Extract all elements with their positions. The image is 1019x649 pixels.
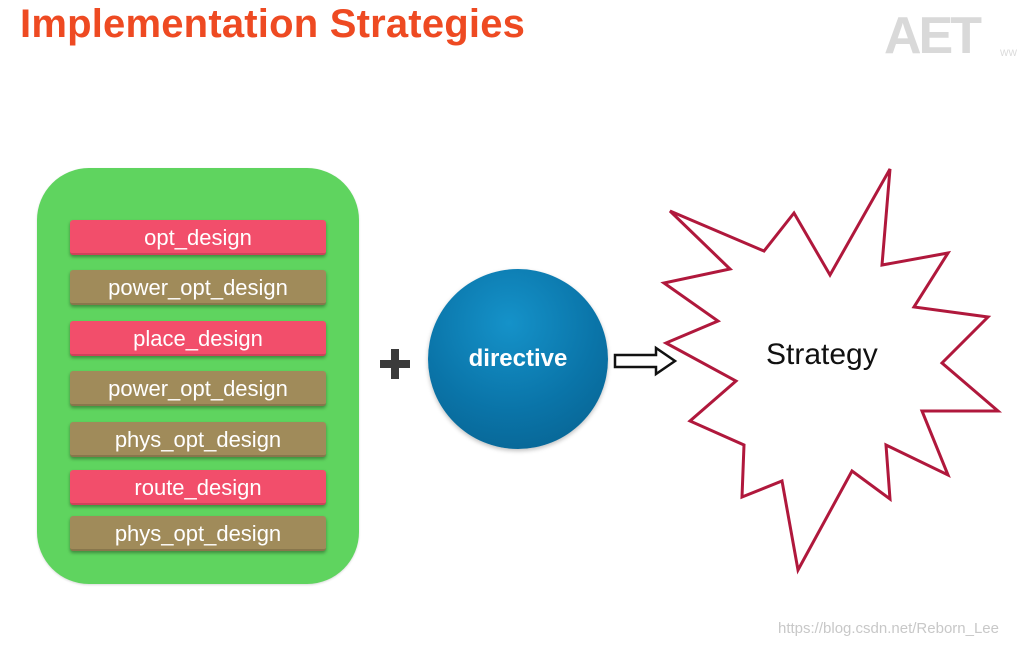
directive-circle: directive <box>428 269 608 449</box>
logo: AET <box>884 6 982 66</box>
directive-label: directive <box>468 345 568 372</box>
strategy-burst-shape <box>660 168 1003 575</box>
step-phys-opt-design: phys_opt_design <box>70 422 326 457</box>
watermark: https://blog.csdn.net/Reborn_Lee <box>778 620 999 637</box>
step-route-design: route_design <box>70 470 326 505</box>
logo-text: AET <box>884 7 982 65</box>
implementation-steps-container: opt_design power_opt_design place_design… <box>37 168 359 584</box>
right-arrow-icon <box>613 345 678 377</box>
step-place-design: place_design <box>70 321 326 356</box>
logo-subtext: WW <box>1000 48 1017 58</box>
step-opt-design: opt_design <box>70 220 326 255</box>
step-phys-opt-design-post-route: phys_opt_design <box>70 516 326 551</box>
step-power-opt-design-post-place: power_opt_design <box>70 371 326 406</box>
step-power-opt-design: power_opt_design <box>70 270 326 305</box>
strategy-label: Strategy <box>766 338 878 371</box>
page-title: Implementation Strategies <box>20 2 526 46</box>
plus-icon <box>378 347 412 381</box>
